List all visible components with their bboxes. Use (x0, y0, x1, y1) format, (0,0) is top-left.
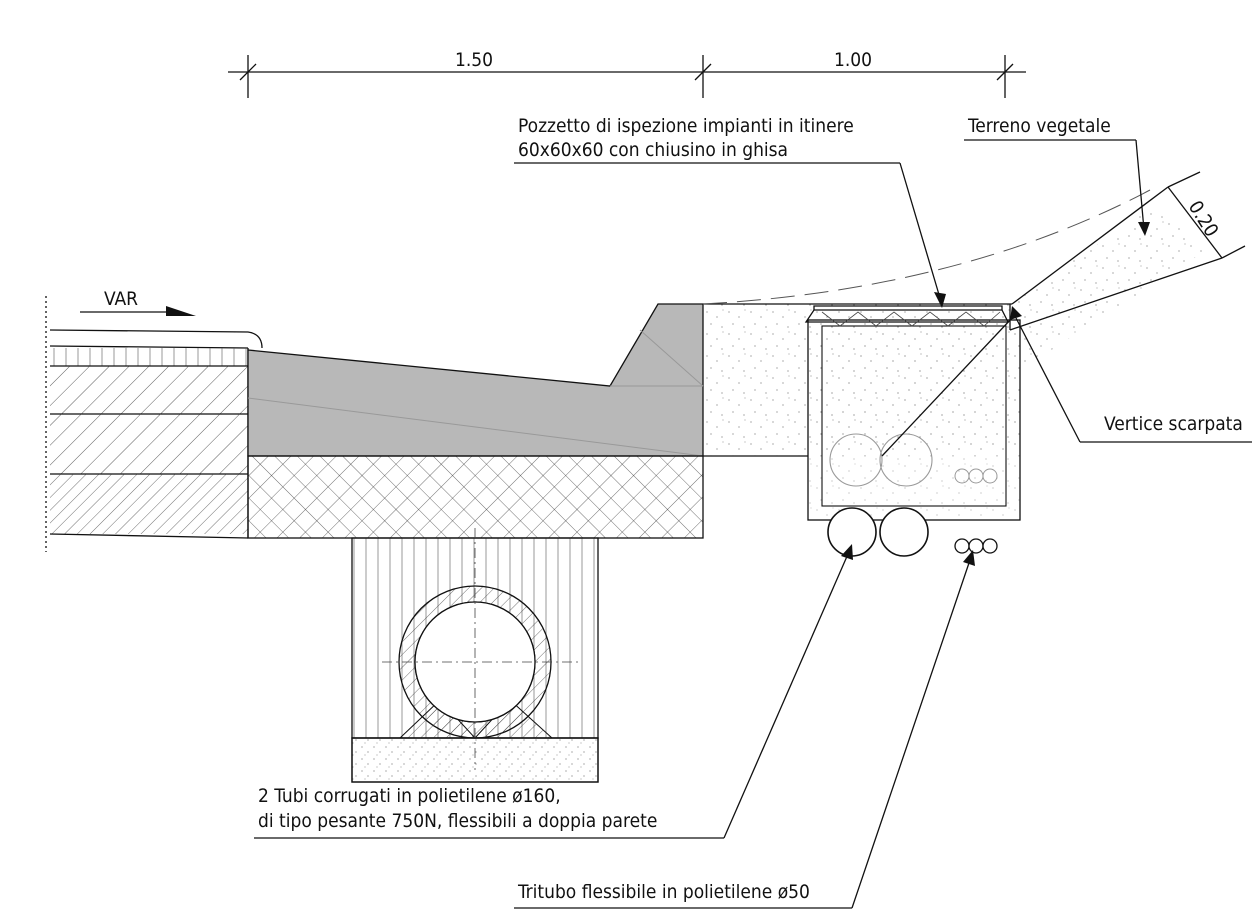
dimension-1-00: 1.00 (834, 49, 872, 71)
var-direction-arrow: VAR (80, 288, 196, 316)
existing-pavement (45, 296, 263, 552)
svg-text:0.20: 0.20 (1184, 197, 1223, 241)
pozzetto-label-line2: 60x60x60 con chiusino in ghisa (518, 139, 788, 161)
leader-vertice: Vertice scarpata (881, 306, 1252, 457)
tubi-label-line2: di tipo pesante 750N, flessibili a doppi… (258, 810, 657, 832)
road-body (247, 303, 704, 539)
leader-tubi: 2 Tubi corrugati in polietilene ø160, di… (254, 544, 853, 839)
vertice-label: Vertice scarpata (1104, 413, 1243, 435)
tritubo-label: Tritubo flessibile in polietilene ø50 (517, 881, 810, 903)
leader-terreno: Terreno vegetale (964, 115, 1150, 236)
leader-pozzetto: Pozzetto di ispezione impianti in itiner… (514, 115, 946, 308)
pozzetto-label-line1: Pozzetto di ispezione impianti in itiner… (518, 115, 854, 137)
inspection-chamber (804, 305, 1021, 557)
dimension-chain: 1.50 1.00 (228, 49, 1026, 98)
svg-text:VAR: VAR (104, 288, 138, 310)
dimension-1-50: 1.50 (455, 49, 493, 71)
leader-tritubo: Tritubo flessibile in polietilene ø50 (514, 550, 975, 909)
drain-pipe-trench (351, 528, 599, 783)
tubi-label-line1: 2 Tubi corrugati in polietilene ø160, (258, 785, 561, 807)
terreno-label: Terreno vegetale (967, 115, 1111, 137)
